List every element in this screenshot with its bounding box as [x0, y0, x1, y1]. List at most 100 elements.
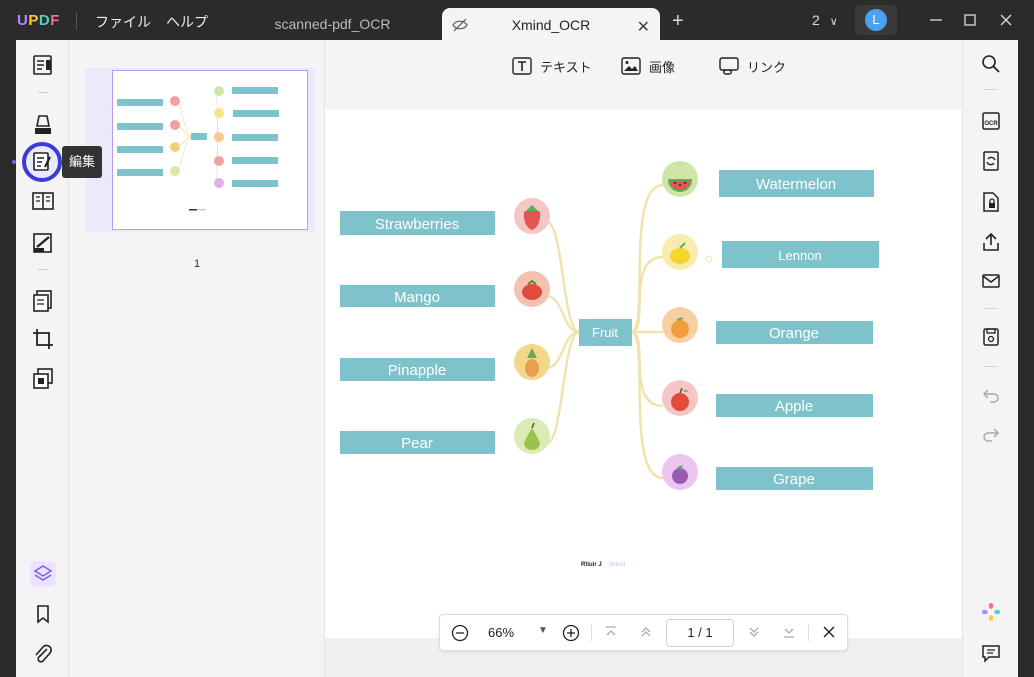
center-node[interactable]	[579, 319, 632, 346]
zoom-dropdown-icon[interactable]: ▼	[538, 625, 548, 636]
node-strawberries[interactable]	[340, 211, 495, 235]
pineapple-icon	[514, 344, 550, 380]
highlight-button[interactable]	[30, 112, 56, 138]
protect-button[interactable]	[980, 191, 1002, 213]
app-logo: UPDF	[17, 12, 60, 29]
email-button[interactable]	[980, 270, 1002, 292]
page-number-input[interactable]: 1 / 1	[666, 619, 734, 647]
zoom-out-icon[interactable]	[450, 623, 470, 643]
document-area: テキスト 画像 リンク	[325, 40, 962, 677]
page-footer-watermark: xmind	[609, 562, 625, 568]
node-label: Apple	[775, 398, 813, 415]
add-image-button[interactable]: 画像	[621, 56, 675, 76]
right-tool-sidebar: OCR	[962, 40, 1018, 677]
node-label: Watermelon	[756, 176, 836, 193]
convert-icon	[983, 151, 999, 171]
add-link-button[interactable]: リンク	[719, 56, 786, 76]
bookmark-button[interactable]	[30, 601, 56, 627]
ai-assistant-button[interactable]	[980, 601, 1002, 623]
comment-button[interactable]	[980, 642, 1002, 664]
reader-icon	[33, 55, 52, 75]
add-image-label: 画像	[649, 59, 676, 75]
node-watermelon[interactable]	[719, 170, 874, 197]
previous-page-icon[interactable]	[637, 623, 655, 641]
lemon-icon	[662, 234, 698, 270]
watermark-button[interactable]	[30, 366, 56, 392]
close-window-icon[interactable]	[996, 10, 1016, 30]
page-footer-text: Rtiuir J	[581, 562, 602, 568]
title-separator	[76, 12, 77, 30]
redo-icon	[983, 428, 1000, 442]
zoom-separator	[808, 625, 809, 641]
crop-icon	[33, 329, 53, 349]
save-button[interactable]	[980, 326, 1002, 348]
redo-button[interactable]	[980, 423, 1002, 445]
page-thumbnail[interactable]	[85, 68, 315, 232]
add-tab-button[interactable]: +	[672, 10, 684, 32]
undo-button[interactable]	[980, 384, 1002, 406]
menu-help[interactable]: ヘルプ	[166, 14, 208, 30]
grape-icon	[662, 454, 698, 490]
attachment-button[interactable]	[30, 641, 56, 667]
fill-sign-button[interactable]	[30, 230, 56, 256]
node-pinapple[interactable]	[340, 358, 495, 381]
node-lennon[interactable]	[722, 241, 879, 268]
window-edge	[1018, 40, 1034, 677]
apple-icon	[662, 380, 698, 416]
tab-label: scanned-pdf_OCR	[274, 16, 391, 32]
ocr-button[interactable]: OCR	[980, 110, 1002, 132]
last-page-icon[interactable]	[780, 623, 798, 641]
bookmark-icon	[37, 605, 49, 624]
tab-xmind-ocr[interactable]: Xmind_OCR ✕	[442, 8, 660, 44]
page-layout-button[interactable]	[30, 188, 56, 214]
add-text-button[interactable]: テキスト	[512, 56, 592, 76]
crop-button[interactable]	[30, 326, 56, 352]
node-label: Lennon	[778, 248, 821, 263]
node-mango[interactable]	[340, 285, 495, 307]
maximize-icon[interactable]	[960, 10, 980, 30]
node-label: Grape	[773, 471, 815, 488]
convert-button[interactable]	[980, 150, 1002, 172]
svg-text:OCR: OCR	[984, 121, 998, 127]
next-page-icon[interactable]	[745, 623, 763, 641]
layers-icon	[30, 561, 56, 587]
link-tool-icon	[719, 57, 739, 75]
menu-file[interactable]: ファイル	[95, 14, 151, 30]
account-button[interactable]: L	[855, 5, 897, 35]
tool-divider	[38, 269, 48, 270]
first-page-icon[interactable]	[602, 623, 620, 641]
undo-icon	[982, 389, 999, 403]
edit-tooltip: 編集	[62, 146, 102, 178]
edit-pdf-button[interactable]	[22, 142, 62, 182]
layers-button[interactable]	[30, 561, 56, 587]
window-count-dropdown[interactable]: 2 ∨	[812, 12, 838, 28]
left-tool-sidebar	[12, 40, 69, 677]
lock-document-icon	[983, 192, 999, 212]
tool-divider	[985, 308, 997, 309]
close-tab-icon[interactable]: ✕	[636, 19, 650, 36]
search-button[interactable]	[980, 53, 1002, 75]
zoom-in-icon[interactable]	[561, 623, 581, 643]
reader-mode-button[interactable]	[30, 52, 56, 78]
tab-scanned-pdf-ocr[interactable]: scanned-pdf_OCR	[230, 8, 435, 44]
node-orange[interactable]	[716, 321, 873, 344]
node-pear[interactable]	[340, 431, 495, 454]
title-bar: UPDF ファイル ヘルプ scanned-pdf_OCR Xmind_OCR …	[0, 0, 1034, 44]
save-icon	[983, 328, 999, 346]
close-zoombar-icon[interactable]	[820, 623, 838, 641]
zoom-level[interactable]: 66%	[488, 625, 515, 640]
node-grape[interactable]	[716, 467, 873, 490]
ocr-icon: OCR	[982, 112, 1000, 130]
organize-pages-icon	[33, 290, 52, 312]
orange-icon	[662, 307, 698, 343]
organize-pages-button[interactable]	[30, 288, 56, 314]
node-apple[interactable]	[716, 394, 873, 417]
center-node-label: Fruit	[592, 325, 618, 340]
share-button[interactable]	[980, 231, 1002, 253]
mindmap-branches	[546, 183, 664, 480]
strawberry-icon	[514, 198, 550, 234]
edit-icon	[33, 152, 51, 171]
minimize-icon[interactable]	[926, 10, 946, 30]
search-icon	[982, 55, 1000, 73]
tool-divider	[38, 92, 48, 93]
